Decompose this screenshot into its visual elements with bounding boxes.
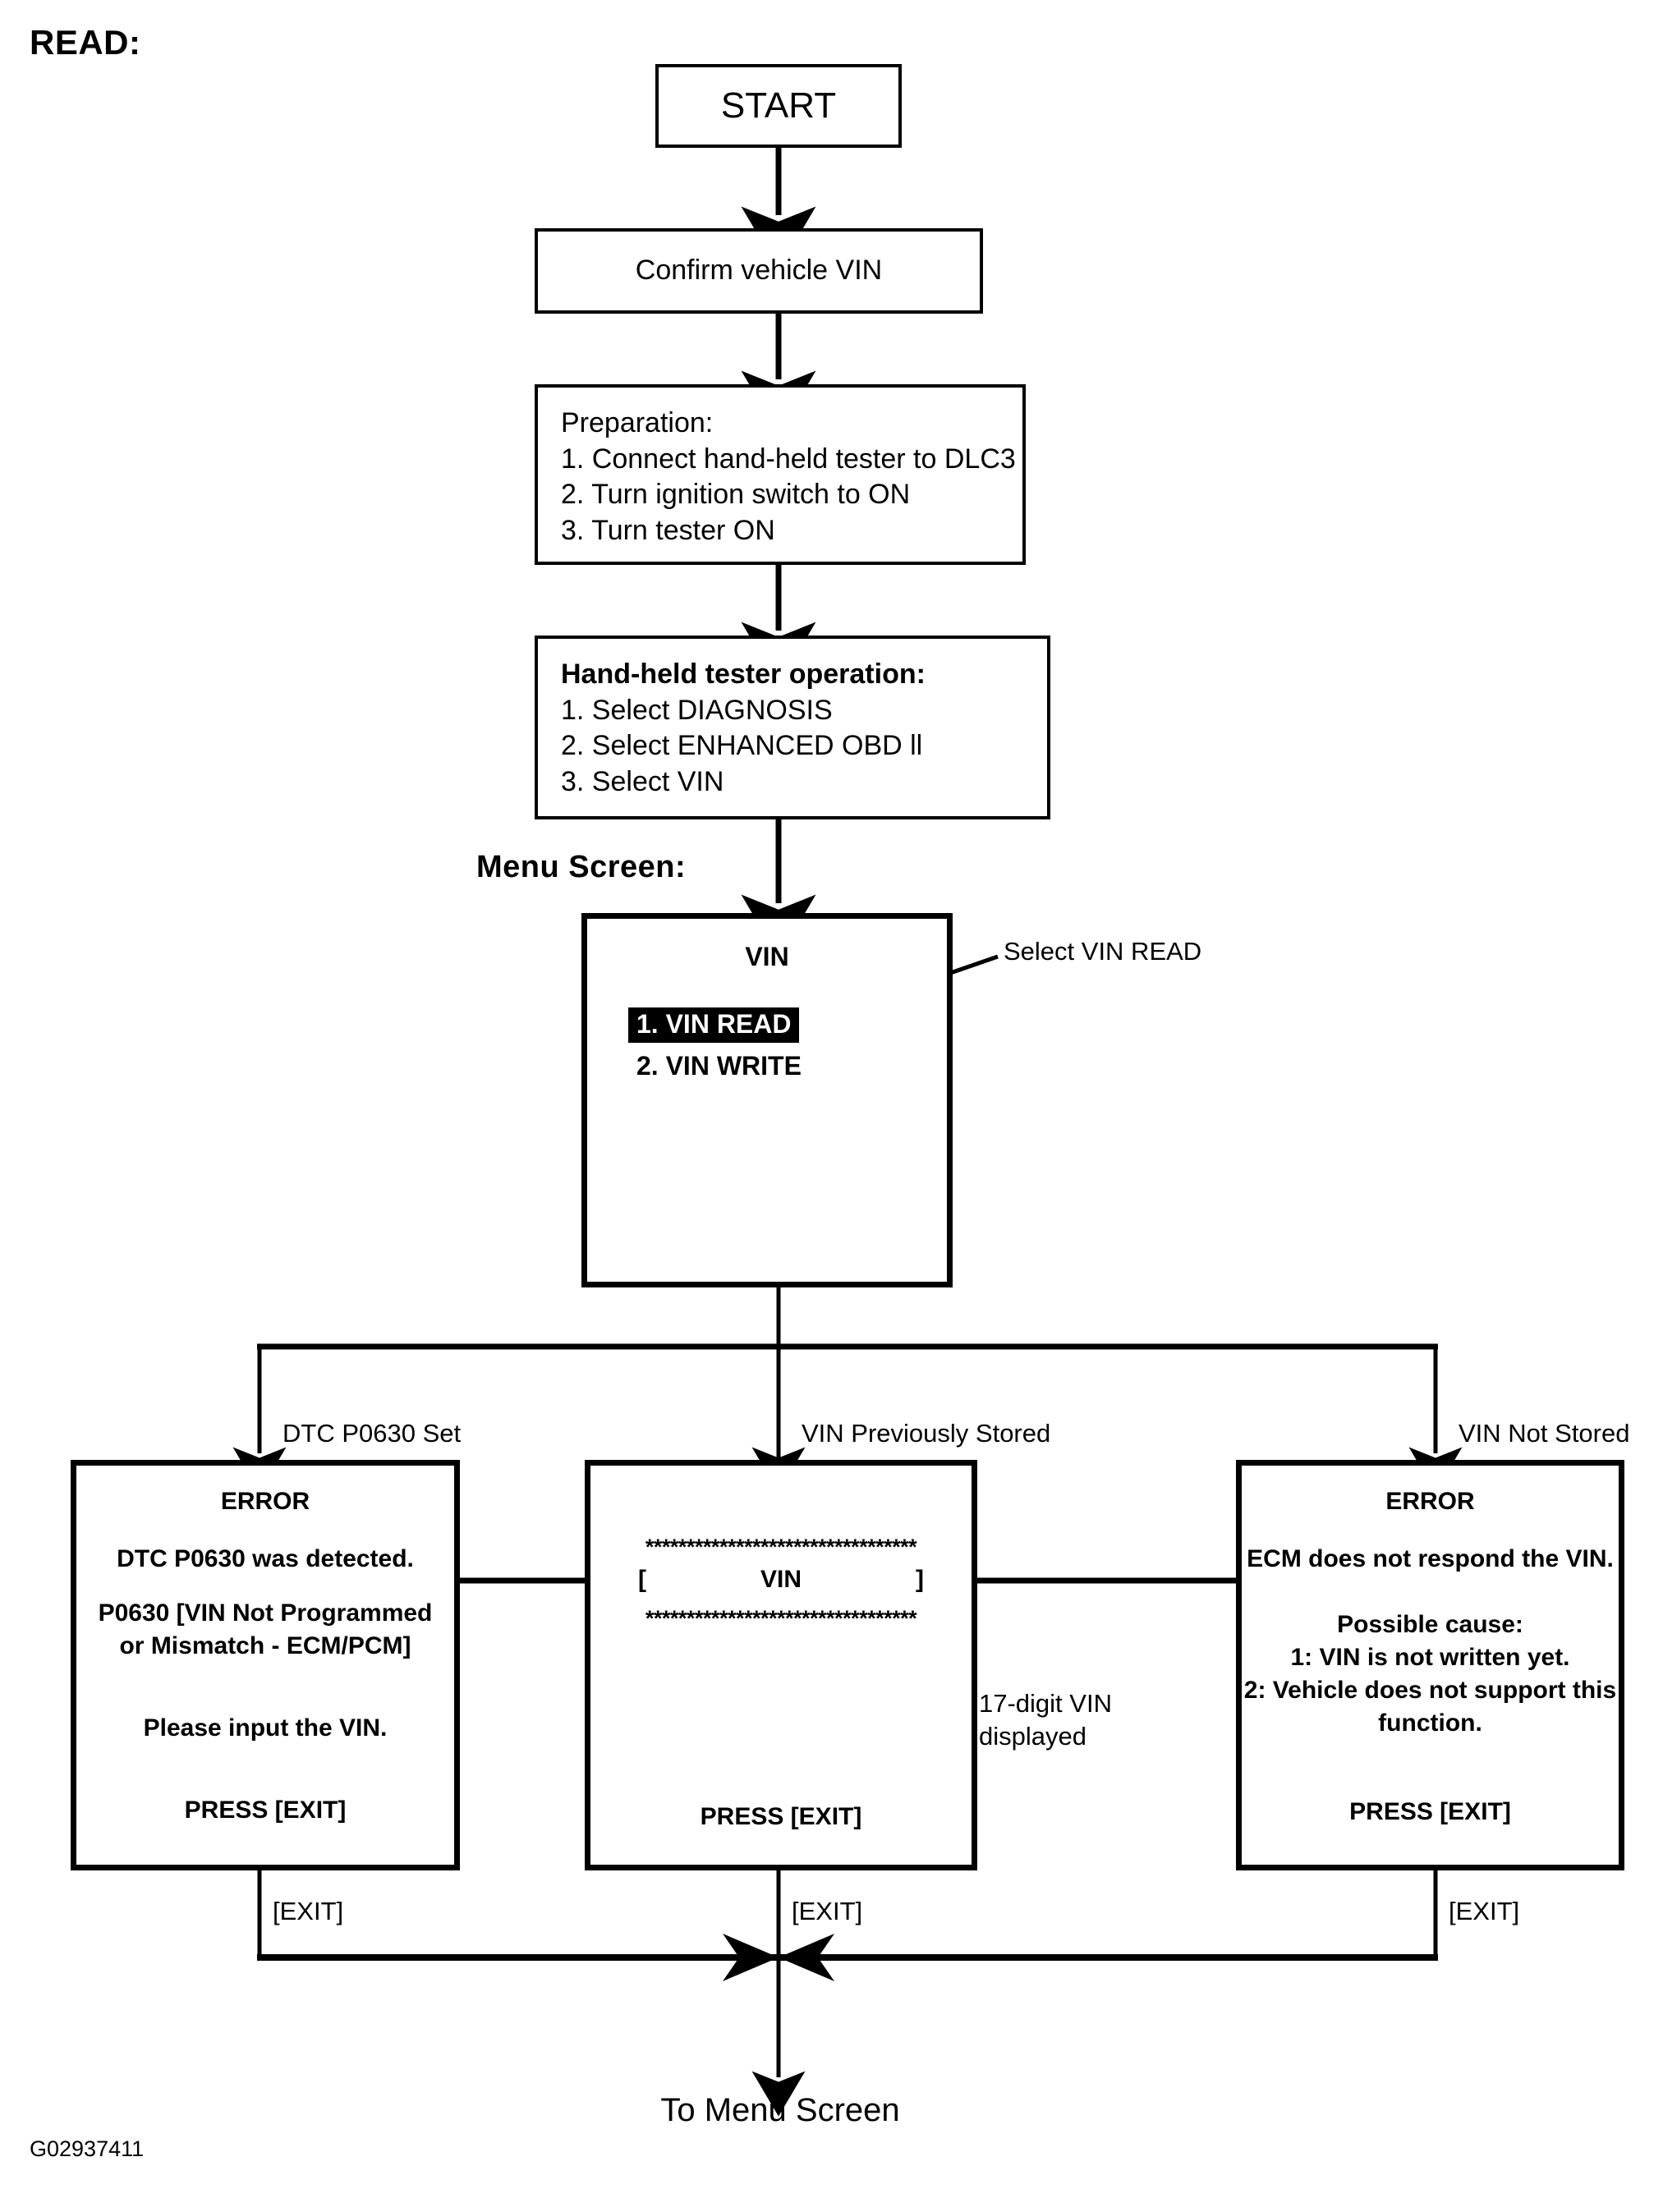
vin-screen-bracket-open: [ [638, 1566, 646, 1593]
menu-item-vin-write-label: 2. VIN WRITE [636, 1051, 802, 1081]
node-confirm-vin-label: Confirm vehicle VIN [635, 255, 883, 287]
dtc-screen-line-2: P0630 [VIN Not Programmed [98, 1599, 433, 1627]
tester-operation-heading: Hand-held tester operation: [561, 659, 926, 690]
vin-screen-stars-bottom: ********************************* [645, 1606, 917, 1631]
dtc-screen-title: ERROR [220, 1488, 310, 1515]
tester-operation-step-2: 2. Select ENHANCED OBD ll [561, 730, 923, 762]
menu-item-vin-read-label: 1. VIN READ [628, 1007, 800, 1043]
preparation-step-3: 3. Turn tester ON [561, 514, 775, 546]
screen-vin-display: ********************************* [ VIN … [585, 1460, 977, 1870]
vin-screen-bracket-close: ] [916, 1566, 924, 1593]
callout-17-digit-vin-line-1: 17-digit VIN [979, 1689, 1112, 1718]
screen-menu-vin: VIN 1. VIN READ 2. VIN WRITE [581, 913, 953, 1287]
preparation-step-2: 2. Turn ignition switch to ON [561, 479, 911, 511]
exit-label-left: [EXIT] [273, 1897, 344, 1925]
vin-screen-footer: PRESS [EXIT] [700, 1803, 862, 1830]
tester-operation-step-3: 3. Select VIN [561, 765, 724, 797]
notstored-screen-footer: PRESS [EXIT] [1349, 1798, 1511, 1825]
node-end-to-menu-screen: To Menu Screen [660, 2092, 900, 2128]
menu-item-vin-read[interactable]: 1. VIN READ [628, 1007, 802, 1043]
branch-label-vin-previously-stored: VIN Previously Stored [802, 1419, 1051, 1448]
dtc-screen-footer: PRESS [EXIT] [184, 1797, 347, 1824]
page-title: READ: [30, 23, 141, 62]
notstored-screen-line-3: 1: VIN is not written yet. [1290, 1644, 1570, 1671]
dtc-screen-line-4: Please input the VIN. [143, 1714, 388, 1742]
preparation-step-1: 1. Connect hand-held tester to DLC3 [561, 443, 1016, 475]
notstored-screen-line-4: 2: Vehicle does not support this [1243, 1677, 1617, 1704]
notstored-screen-title: ERROR [1385, 1488, 1475, 1515]
exit-label-middle: [EXIT] [792, 1897, 863, 1925]
callout-17-digit-vin-line-2: displayed [979, 1722, 1086, 1751]
node-preparation: Preparation: 1. Connect hand-held tester… [535, 384, 1026, 565]
exit-label-right: [EXIT] [1449, 1897, 1520, 1925]
node-confirm-vin: Confirm vehicle VIN [535, 228, 983, 314]
vin-screen-vin-text: VIN [760, 1566, 802, 1593]
tester-operation-step-1: 1. Select DIAGNOSIS [561, 694, 833, 726]
node-start: START [655, 64, 902, 148]
preparation-heading: Preparation: [561, 407, 714, 438]
screen-error-dtc-p0630: ERROR DTC P0630 was detected. P0630 [VIN… [71, 1460, 460, 1870]
callout-17-digit-vin: 17-digit VIN displayed [979, 1687, 1112, 1754]
screen-error-vin-not-stored: ERROR ECM does not respond the VIN. Poss… [1236, 1460, 1624, 1870]
footer-code: G02937411 [30, 2136, 145, 2161]
vin-screen-stars-top: ********************************* [645, 1535, 917, 1559]
menu-screen-label: Menu Screen: [476, 850, 687, 884]
node-start-label: START [720, 85, 837, 126]
callout-select-vin-read: Select VIN READ [1004, 937, 1202, 966]
dtc-screen-line-1: DTC P0630 was detected. [117, 1545, 414, 1572]
branch-label-vin-not-stored: VIN Not Stored [1459, 1419, 1630, 1448]
notstored-screen-line-1: ECM does not respond the VIN. [1247, 1545, 1614, 1572]
menu-item-vin-write[interactable]: 2. VIN WRITE [628, 1051, 802, 1081]
notstored-screen-line-2: Possible cause: [1337, 1611, 1523, 1638]
node-tester-operation: Hand-held tester operation: 1. Select DI… [535, 636, 1050, 819]
menu-screen-title: VIN [745, 942, 789, 971]
notstored-screen-line-5: function. [1378, 1709, 1482, 1737]
dtc-screen-line-3: or Mismatch - ECM/PCM] [119, 1632, 411, 1659]
branch-label-dtc-p0630-set: DTC P0630 Set [283, 1419, 462, 1448]
